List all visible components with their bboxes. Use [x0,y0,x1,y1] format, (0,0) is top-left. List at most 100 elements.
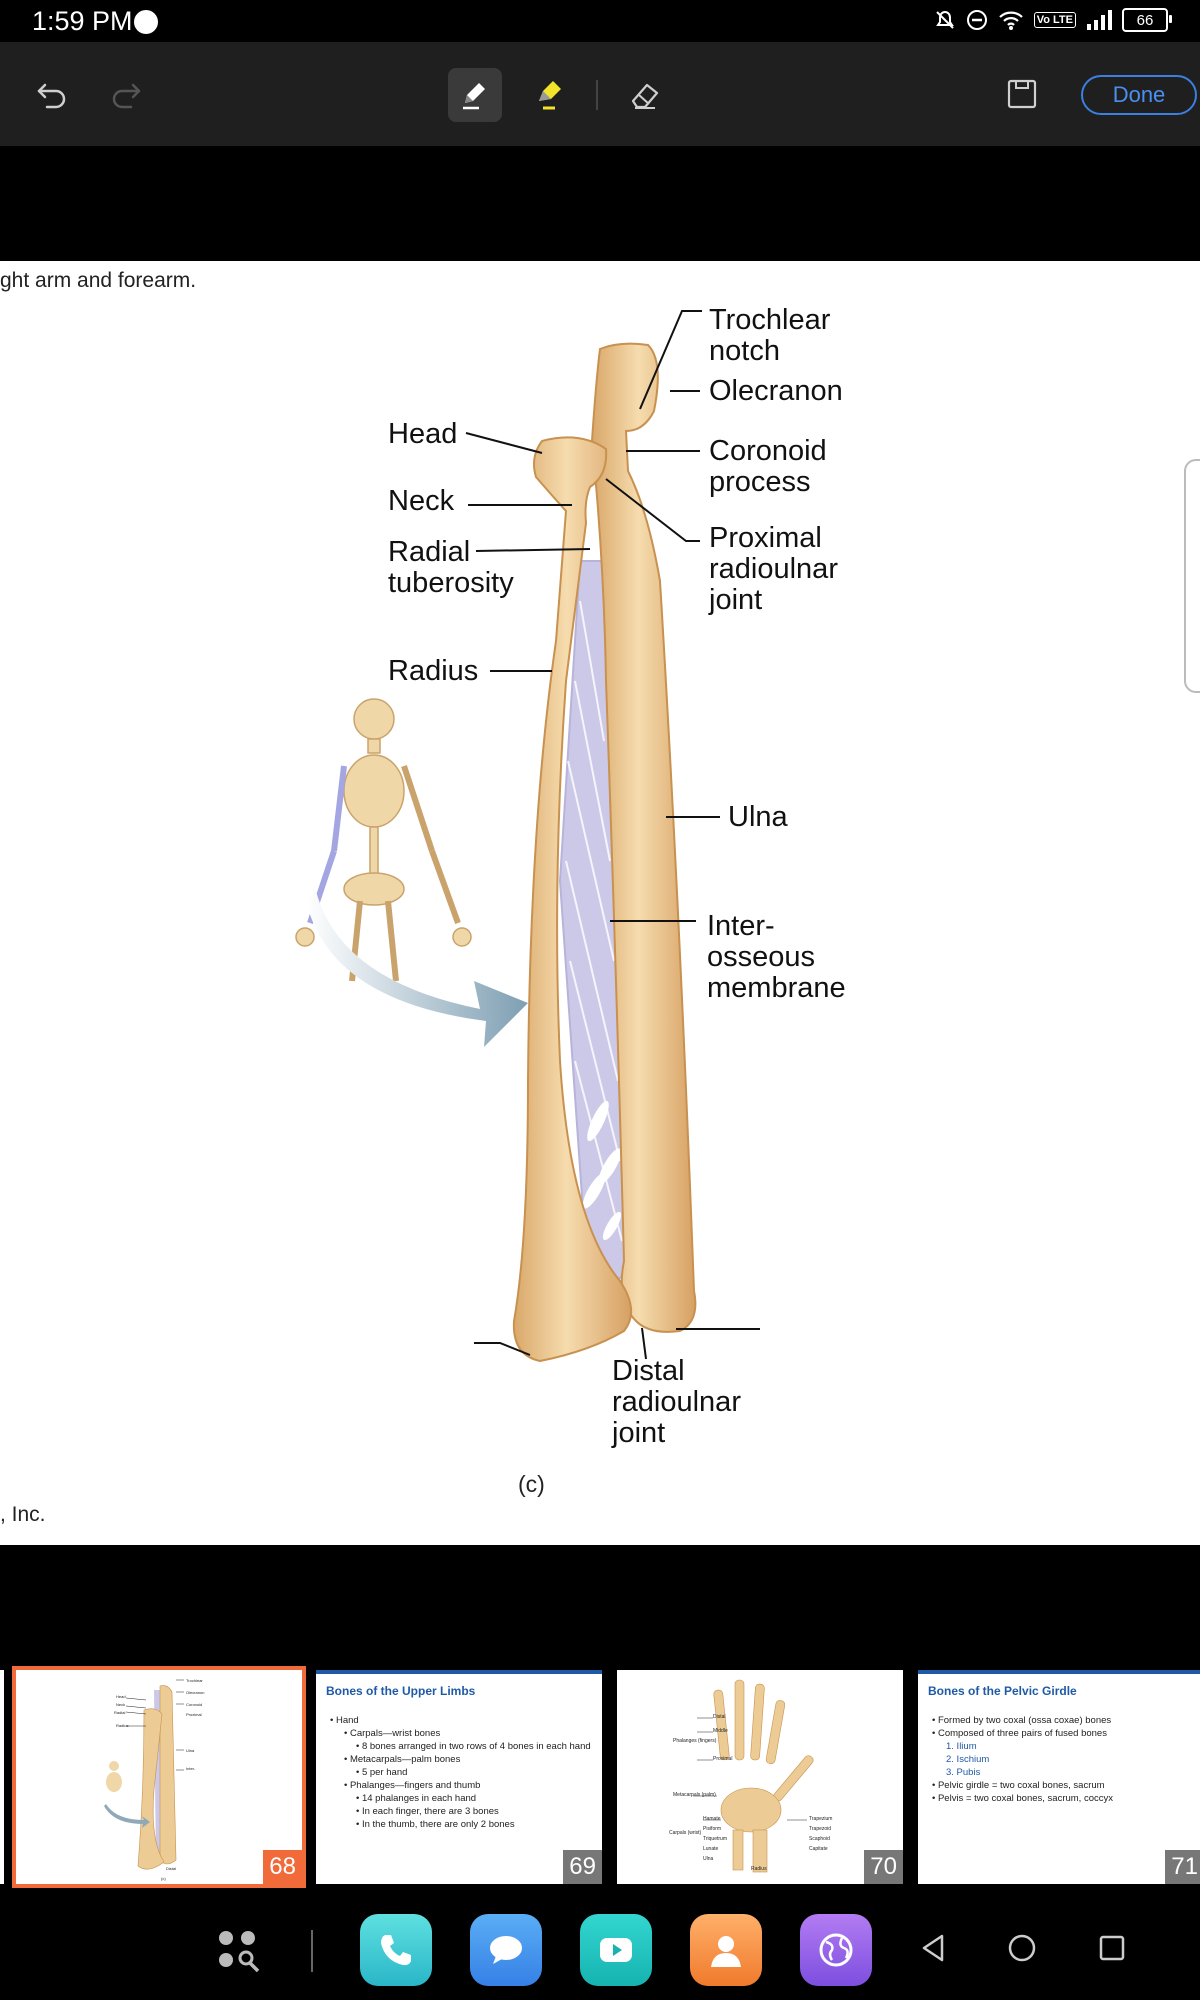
app-search-icon [219,1931,260,1973]
label-ulna: Ulna [728,801,788,833]
svg-text:Olecranon: Olecranon [186,1690,204,1695]
undo-button[interactable] [30,72,74,116]
save-button[interactable] [1000,72,1044,116]
phone-app[interactable] [360,1914,432,1986]
thumb-label: Phalanges (fingers) [673,1738,717,1744]
svg-text:Trochlear: Trochlear [186,1678,203,1683]
nav-recents-button[interactable] [1090,1926,1134,1970]
contact-icon [711,1936,741,1967]
side-panel-handle[interactable] [1184,459,1200,693]
svg-text:Radius: Radius [116,1723,128,1728]
svg-text:Neck: Neck [116,1702,125,1707]
thumb-label: Distal [713,1714,726,1720]
redo-button[interactable] [104,72,148,116]
label-radius: Radius [388,655,479,687]
thumb-label: Ulna [703,1856,714,1862]
label-distal-radioulnar-joint: Distal radioulnar joint [612,1355,741,1449]
svg-text:Inter-: Inter- [186,1766,196,1771]
thumbnail-70[interactable]: Distal Middle Phalanges (fingers) Proxim… [617,1670,903,1884]
thumb-label: Middle [713,1728,728,1734]
bell-muted-icon [935,10,954,29]
svg-text:Ulna: Ulna [186,1748,195,1753]
back-triangle-icon [922,1934,944,1962]
toolbar-divider [596,80,598,110]
ulna-bone [590,342,697,1333]
label-radial-tuberosity: Radial tuberosity [388,536,514,599]
thumb-label: Lunate [703,1846,719,1852]
app-search-button[interactable] [214,1926,264,1976]
thumb-line: • 14 phalanges in each hand [356,1793,477,1804]
thumb-line: • In each finger, there are 3 bones [356,1806,499,1817]
thumb-label: Carpals (wrist) [669,1830,702,1836]
thumb-label: Proximal [713,1756,733,1762]
thumb-line: • Metacarpals—palm bones [344,1754,461,1765]
messages-app[interactable] [470,1914,542,1986]
svg-text:Proximal: Proximal [186,1712,202,1717]
thumbnail-header-bar [316,1670,602,1674]
thumbnail-number: 68 [263,1850,302,1884]
lte-badge: Vo LTE [1033,12,1076,28]
thumb-label: Pisiform [703,1826,722,1832]
thumb-line: • Phalanges—fingers and thumb [344,1780,481,1791]
phone-icon [381,1935,411,1966]
contacts-app[interactable] [690,1914,762,1986]
nav-back-button[interactable] [912,1926,956,1970]
thumbnail-title: Bones of the Upper Limbs [326,1684,476,1698]
pen-tool-button[interactable] [448,68,502,122]
signal-icon [1087,10,1112,30]
figure-letter: (c) [518,1471,545,1497]
thumbnail-number: 70 [864,1850,903,1884]
thumbnail-71[interactable]: Bones of the Pelvic Girdle • Formed by t… [918,1670,1200,1884]
label-interosseous-membrane: Inter- osseous membrane [707,910,846,1004]
svg-text:Distal: Distal [166,1866,176,1871]
done-button[interactable]: Done [1081,75,1197,115]
thumb-line: • 8 bones arranged in two rows of 4 bone… [356,1741,591,1752]
thumb-label: Trapezium [809,1816,833,1822]
clock: 1:59 PM [32,6,133,36]
thumbnail-title: Bones of the Pelvic Girdle [928,1684,1077,1698]
svg-text:Radial: Radial [114,1710,125,1715]
battery-icon: 66 [1122,8,1172,32]
thumbnail-body: • Hand • Carpals—wrist bones • 8 bones a… [330,1714,591,1831]
nav-home-button[interactable] [1000,1926,1044,1970]
eraser-tool-button[interactable] [618,68,672,122]
recents-square-icon [1099,1935,1125,1961]
chat-bubble-icon [490,1936,522,1964]
membrane-fibers [565,600,623,1242]
pointer-arrow [306,891,528,1047]
thumb-line: • Composed of three pairs of fused bones [932,1728,1107,1739]
svg-text:(c): (c) [161,1876,166,1881]
thumb-label: Capitate [809,1846,828,1852]
play-icon [600,1938,632,1962]
pen-icon [463,83,485,110]
svg-text:Head: Head [116,1694,126,1699]
highlighter-tool-button[interactable] [522,68,576,122]
globe-icon [819,1933,853,1967]
thumb-label: Hamate [703,1816,721,1822]
battery-level: 66 [1136,11,1154,29]
thumb-line: • Pelvis = two coxal bones, sacrum, cocc… [932,1793,1113,1804]
label-proximal-radioulnar-joint: Proximal radioulnar joint [709,522,838,616]
thumb-line: 3. Pubis [946,1767,981,1778]
thumb-line: • Carpals—wrist bones [344,1728,441,1739]
home-circle-icon [1008,1934,1036,1962]
browser-app[interactable] [800,1914,872,1986]
thumbnail-body: • Formed by two coxal (ossa coxae) bones… [932,1714,1113,1805]
slide-canvas[interactable]: ght arm and forearm. [0,261,1200,1545]
thumbnail-prev-edge[interactable] [0,1670,4,1884]
video-app[interactable] [580,1914,652,1986]
thumb-label: Triquetrum [703,1836,727,1842]
thumbnail-69[interactable]: Bones of the Upper Limbs • Hand • Carpal… [316,1670,602,1884]
thumb-line: 1. Ilium [946,1741,977,1752]
dnd-icon [966,10,987,30]
thumb-line: • In the thumb, there are only 2 bones [356,1819,515,1830]
eraser-icon [631,83,659,109]
skeleton-icon [295,698,472,982]
status-bar: 1:59 PM Vo LTE 66 [0,0,1200,42]
annotation-toolbar: Done [0,42,1200,146]
thumb-line: 2. Ischium [946,1754,990,1765]
thumbnail-70-labels: Distal Middle Phalanges (fingers) Proxim… [617,1670,903,1884]
thumb-line: • Pelvic girdle = two coxal bones, sacru… [932,1780,1105,1791]
